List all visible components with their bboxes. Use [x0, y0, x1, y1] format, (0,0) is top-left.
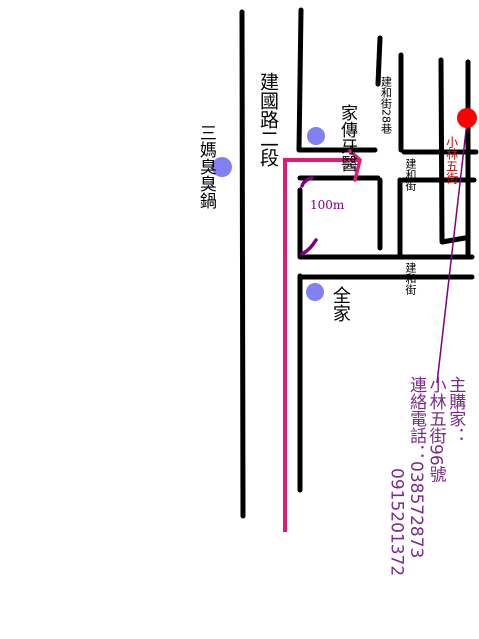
label-xiaolin-5th: 小林五街: [444, 136, 459, 184]
poi-family-mart-marker: [306, 283, 324, 301]
label-main-road: 建國路二段: [256, 72, 279, 167]
scale-top-hook: [300, 176, 314, 188]
road-jianguo-west-edge: [239, 9, 246, 519]
poi-dentist-marker: [307, 127, 325, 145]
label-family-mart: 全家: [329, 286, 351, 322]
route-line: [283, 158, 358, 532]
label-stinky-pot: 三媽臭臭鍋: [195, 124, 216, 209]
poi-stinky-pot-marker: [212, 157, 232, 177]
destination-marker: [457, 108, 477, 128]
destination-leader-line: [436, 121, 468, 384]
label-lane-28: 建和街28巷: [379, 76, 393, 134]
label-jianhe-lower: 建和街: [404, 262, 417, 295]
scale-bar: [300, 176, 318, 256]
road-network: [239, 7, 479, 519]
contact-block: 主購家： 小林五街96號 連絡電話：038572873 0915201372: [386, 376, 466, 577]
road-short-a: [375, 35, 383, 87]
route-arrow-head: [347, 148, 362, 182]
contact-line-1: 主購家：: [445, 376, 466, 444]
contact-line-4: 0915201372: [386, 468, 407, 577]
contact-line-3: 連絡電話：038572873: [406, 376, 427, 559]
label-jianhe-upper: 建和街: [404, 158, 417, 191]
scale-bottom-hook: [300, 238, 318, 256]
contact-line-2: 小林五街96號: [425, 376, 446, 483]
road-lane28-west-edge: [296, 7, 304, 153]
label-dentist: 家傳牙醫: [337, 104, 357, 172]
label-scale: 100m: [310, 198, 345, 212]
